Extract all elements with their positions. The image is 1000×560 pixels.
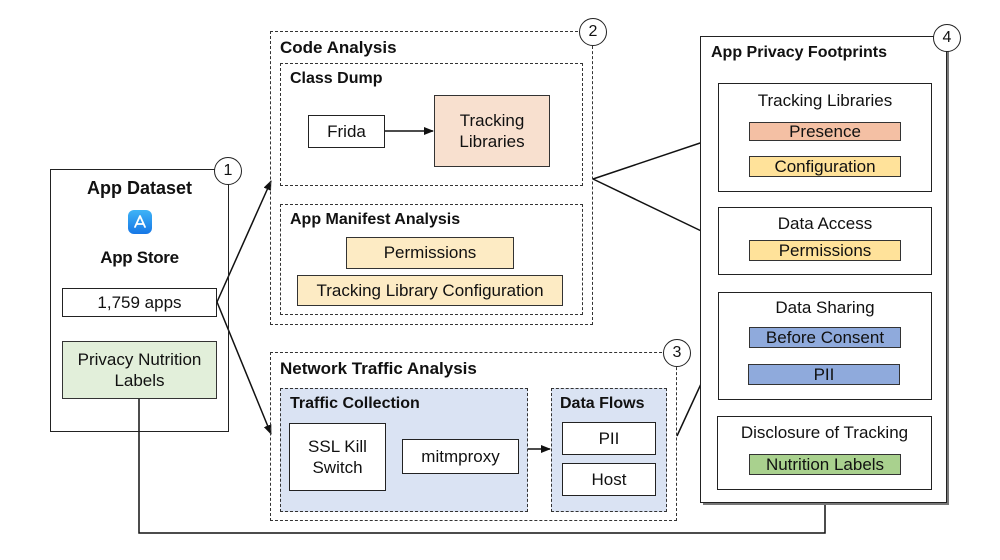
tracking-libraries-box: Tracking Libraries: [434, 95, 550, 167]
ssl-kill-switch-box: SSL Kill Switch: [289, 423, 386, 491]
app-privacy-footprints-title: App Privacy Footprints: [711, 44, 888, 61]
ssl-kill-switch-label: SSL Kill Switch: [308, 437, 367, 477]
permissions-tag: Permissions: [749, 240, 901, 261]
app-manifest-title: App Manifest Analysis: [290, 211, 461, 228]
data-flows-title: Data Flows: [560, 395, 645, 412]
mitmproxy-box: mitmproxy: [402, 439, 519, 474]
code-analysis-title: Code Analysis: [280, 38, 397, 57]
network-traffic-title: Network Traffic Analysis: [280, 359, 477, 378]
step-number-1: 1: [214, 157, 242, 185]
before-consent-tag: Before Consent: [749, 327, 901, 348]
privacy-nutrition-labels-box: Privacy Nutrition Labels: [62, 341, 217, 399]
group-title: Data Access: [777, 214, 873, 233]
configuration-tag: Configuration: [749, 156, 901, 177]
traffic-collection-title: Traffic Collection: [290, 395, 420, 412]
app-manifest-panel: App Manifest Analysis: [280, 204, 583, 315]
data-flows-pii-box: PII: [562, 422, 656, 455]
footprint-group-disclosure: Disclosure of Tracking: [717, 416, 932, 490]
step-number-3: 3: [663, 339, 691, 367]
step-number-2: 2: [579, 18, 607, 46]
pii-tag: PII: [748, 364, 900, 385]
step-number-4: 4: [933, 24, 961, 52]
nutrition-labels-tag: Nutrition Labels: [749, 454, 901, 475]
class-dump-panel: Class Dump: [280, 63, 583, 186]
presence-tag: Presence: [749, 122, 901, 141]
code-analysis-panel: Code Analysis: [270, 31, 593, 325]
class-dump-title: Class Dump: [290, 70, 383, 87]
manifest-tracking-config-box: Tracking Library Configuration: [297, 275, 563, 306]
manifest-permissions-box: Permissions: [346, 237, 514, 269]
group-title: Tracking Libraries: [757, 91, 893, 110]
app-store-label: App Store: [100, 248, 179, 267]
group-title: Disclosure of Tracking: [740, 423, 909, 442]
network-traffic-panel: Network Traffic Analysis: [270, 352, 677, 521]
group-title: Data Sharing: [775, 298, 875, 317]
tracking-libraries-label: Tracking Libraries: [459, 111, 525, 151]
app-dataset-title: App Dataset: [86, 178, 193, 198]
data-flows-host-box: Host: [562, 463, 656, 496]
apps-count-box: 1,759 apps: [62, 288, 217, 317]
app-dataset-panel: App Dataset App Store: [50, 169, 229, 432]
app-store-icon: [128, 210, 152, 234]
frida-box: Frida: [308, 115, 385, 148]
